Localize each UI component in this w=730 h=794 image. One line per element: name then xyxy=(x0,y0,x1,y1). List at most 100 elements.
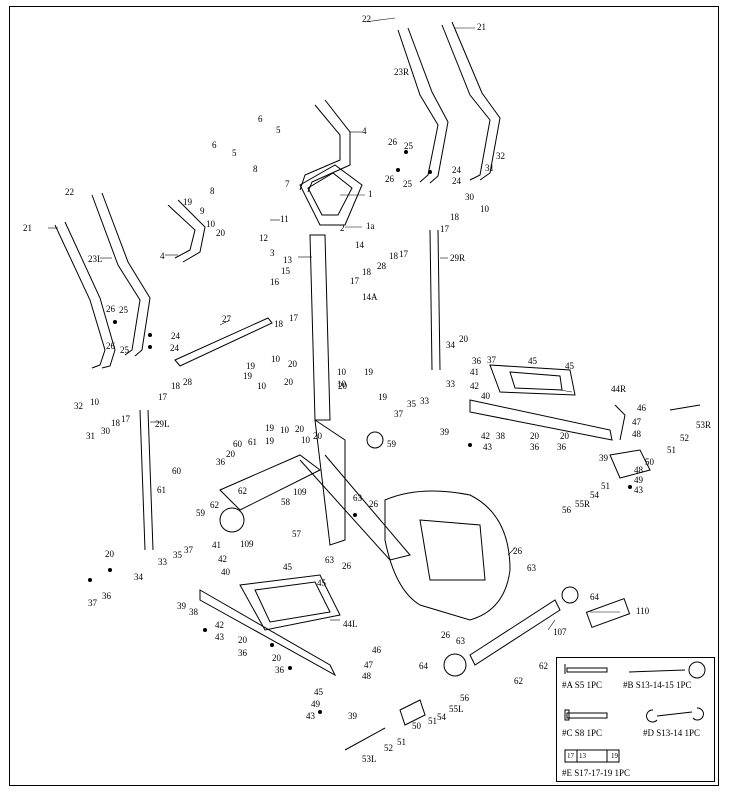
main-frame-58 xyxy=(219,454,321,511)
part-label-26-r2: 26 xyxy=(385,174,394,184)
part-label-45-r1: 45 xyxy=(528,356,537,366)
part-label-61-b: 61 xyxy=(157,485,166,495)
part-label-64-b: 64 xyxy=(419,661,428,671)
part-label-55R: 55R xyxy=(575,499,591,509)
part-label-61-a: 61 xyxy=(248,437,257,447)
part-label-6a: 6 xyxy=(258,114,263,124)
part-label-37-l2: 37 xyxy=(88,598,97,608)
wrench-mark-19: 19 xyxy=(611,752,618,760)
part-label-20-d1: 20 xyxy=(295,424,304,434)
part-label-38-l: 38 xyxy=(189,607,198,617)
part-label-60-a: 60 xyxy=(233,439,242,449)
part-label-5a: 5 xyxy=(276,125,281,135)
wrench-s17-17-19-icon xyxy=(564,749,620,763)
part-label-31-r: 31 xyxy=(485,163,494,173)
part-label-50-r: 50 xyxy=(645,457,654,467)
part-label-60-b: 60 xyxy=(172,466,181,476)
part-label-23L: 23L xyxy=(88,254,103,264)
arm-29L xyxy=(139,409,146,551)
part-label-42-r: 42 xyxy=(470,381,479,391)
part-label-25-r1: 25 xyxy=(404,141,413,151)
part-label-32-l: 32 xyxy=(74,401,83,411)
part-label-56-l: 56 xyxy=(460,693,469,703)
part-label-33-r2: 33 xyxy=(420,396,429,406)
part-label-43-l: 43 xyxy=(215,632,224,642)
part-label-22-left: 22 xyxy=(65,187,74,197)
flywheel-housing xyxy=(384,490,511,621)
part-label-51-r2: 51 xyxy=(601,481,610,491)
part-label-44L: 44L xyxy=(343,619,358,629)
part-label-26-l1: 26 xyxy=(106,304,115,314)
part-label-56-r: 56 xyxy=(562,505,571,515)
part-label-34-l: 34 xyxy=(134,572,143,582)
part-label-28-l: 28 xyxy=(183,377,192,387)
part-label-2: 2 xyxy=(340,223,345,233)
part-label-20-l3: 20 xyxy=(272,653,281,663)
part-label-10-r: 10 xyxy=(480,204,489,214)
part-label-19-d1: 19 xyxy=(265,423,274,433)
part-label-17-c: 17 xyxy=(289,313,298,323)
part-label-25-r2: 25 xyxy=(403,179,412,189)
part-label-33-r1: 33 xyxy=(446,379,455,389)
part-label-15: 15 xyxy=(281,266,290,276)
part-label-39-l2: 39 xyxy=(348,711,357,721)
part-label-40-l: 40 xyxy=(221,567,230,577)
handle-4-right xyxy=(299,104,341,191)
part-label-29R: 29R xyxy=(450,253,466,263)
legend-item-B: #B S13-14-15 1PC xyxy=(623,680,692,690)
legend-item-A: #A S5 1PC xyxy=(562,680,603,690)
part-label-41-l: 41 xyxy=(212,540,221,550)
part-label-20-c1: 20 xyxy=(288,359,297,369)
part-label-44R: 44R xyxy=(611,384,627,394)
part-label-19-d2: 19 xyxy=(265,436,274,446)
part-label-24-r1: 24 xyxy=(452,165,461,175)
part-label-26-d: 26 xyxy=(441,630,450,640)
part-label-7: 7 xyxy=(285,179,290,189)
part-label-107: 107 xyxy=(553,627,567,637)
part-label-24-l2: 24 xyxy=(170,343,179,353)
part-label-53R: 53R xyxy=(696,420,712,430)
part-label-35-r: 35 xyxy=(407,399,416,409)
part-label-41-r: 41 xyxy=(470,367,479,377)
console xyxy=(299,164,363,226)
part-label-48-r2: 48 xyxy=(634,465,643,475)
part-label-45-l3: 45 xyxy=(314,687,323,697)
part-label-43-l2: 43 xyxy=(306,711,315,721)
part-label-36-r: 36 xyxy=(472,356,481,366)
part-label-26-r1: 26 xyxy=(388,137,397,147)
part-label-59-b: 59 xyxy=(196,508,205,518)
part-label-51-r: 51 xyxy=(667,445,676,455)
part-label-20-d2: 20 xyxy=(313,431,322,441)
handlebar-21-left xyxy=(54,224,106,369)
part-label-18-m: 18 xyxy=(362,267,371,277)
part-label-24-r2: 24 xyxy=(452,176,461,186)
allen-key-s13-14-15-icon xyxy=(628,669,686,673)
allen-key-s8-icon xyxy=(566,712,608,719)
part-label-13: 13 xyxy=(283,255,292,265)
handlebar-21-right xyxy=(441,24,491,181)
wrench-mark-13: 13 xyxy=(579,752,586,760)
part-label-55L: 55L xyxy=(449,704,464,714)
part-label-59-a: 59 xyxy=(387,439,396,449)
part-label-64-a: 64 xyxy=(590,592,599,602)
part-label-21-left: 21 xyxy=(23,223,32,233)
part-label-26-a: 26 xyxy=(369,499,378,509)
part-label-17-m: 17 xyxy=(350,276,359,286)
legend-item-E: #E S17-17-19 1PC xyxy=(562,768,631,778)
part-label-42-r2: 42 xyxy=(481,431,490,441)
part-label-36-l3: 36 xyxy=(275,665,284,675)
part-label-18-r1: 18 xyxy=(450,212,459,222)
part-label-54-l: 54 xyxy=(437,712,446,722)
part-label-62-a: 62 xyxy=(238,486,247,496)
part-label-1: 1 xyxy=(368,189,373,199)
handle-4-left xyxy=(167,204,196,259)
part-label-45-r2: 45 xyxy=(565,361,574,371)
mast-13 xyxy=(309,234,331,421)
crossbar-27 xyxy=(174,317,273,367)
hardware-legend: #A S5 1PC #B S13-14-15 1PC #C S8 1PC #D … xyxy=(556,657,715,782)
part-label-19-c2: 19 xyxy=(243,371,252,381)
part-label-39-r2: 39 xyxy=(599,453,608,463)
arm-29R xyxy=(429,229,433,371)
part-label-28-m: 28 xyxy=(377,261,386,271)
